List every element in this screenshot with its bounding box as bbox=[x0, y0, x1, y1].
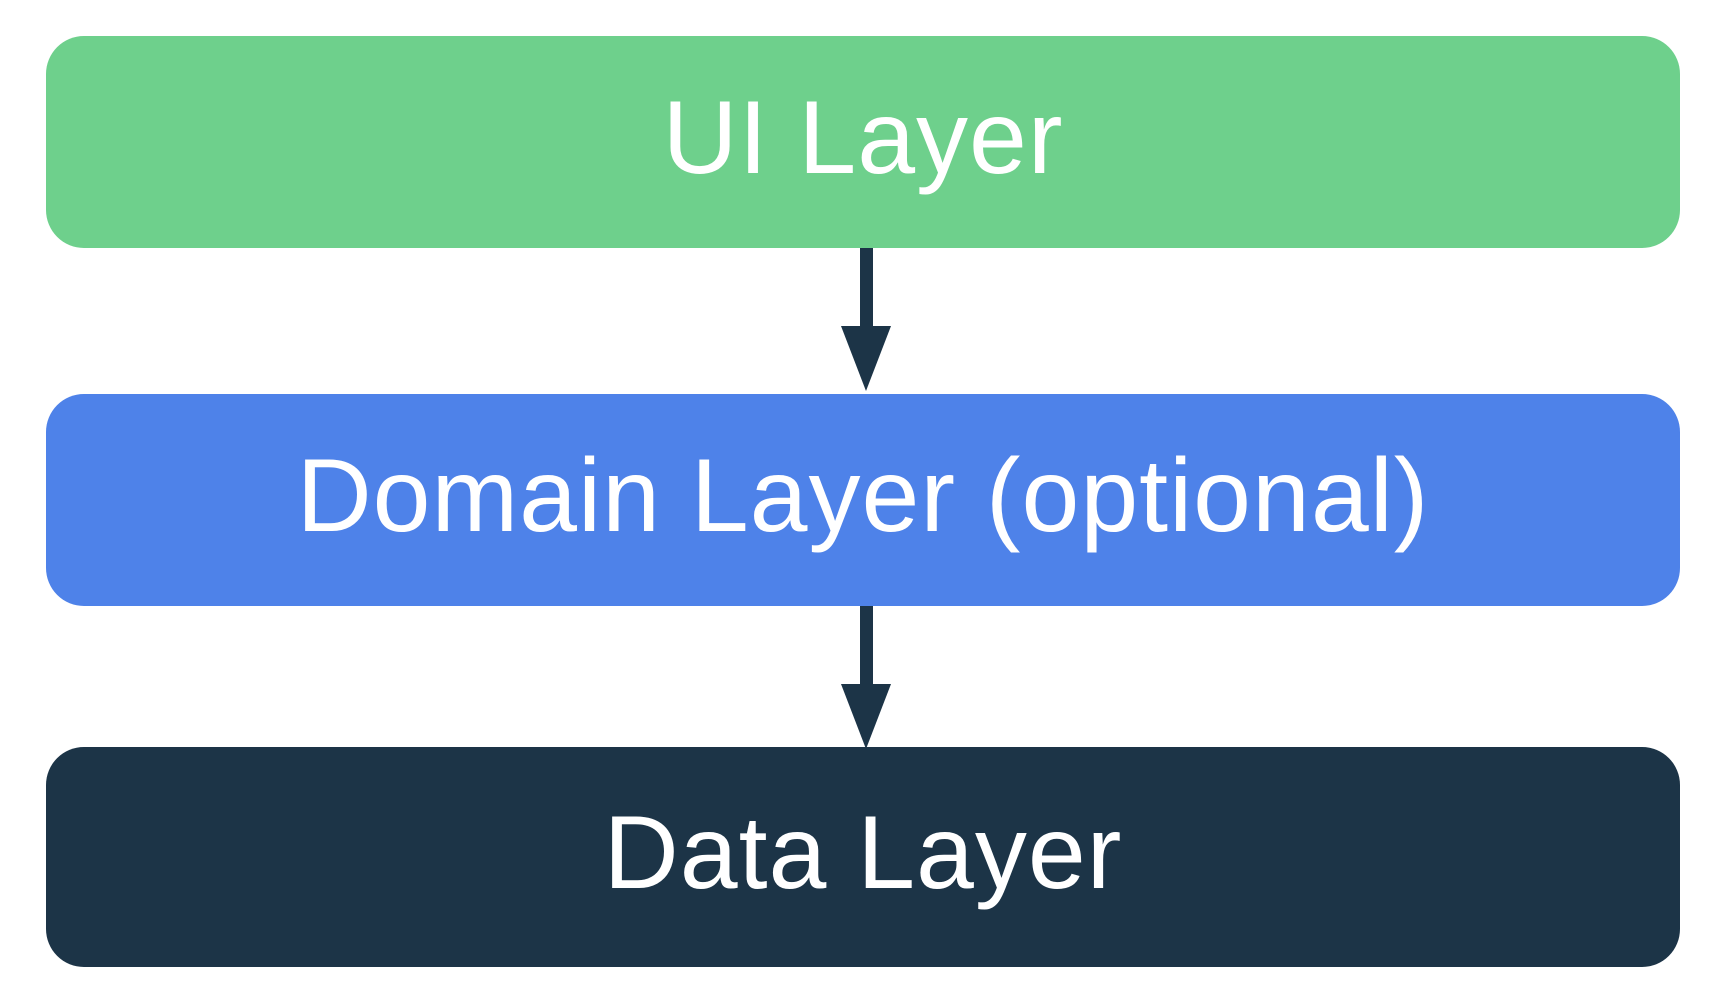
data-layer-box: Data Layer bbox=[46, 747, 1680, 967]
down-arrow-head bbox=[841, 326, 891, 391]
down-arrow-shaft bbox=[859, 606, 873, 684]
down-arrow-shaft bbox=[859, 248, 873, 326]
ui-layer-label: UI Layer bbox=[662, 80, 1064, 196]
ui-layer-box: UI Layer bbox=[46, 36, 1680, 248]
domain-layer-box: Domain Layer (optional) bbox=[46, 394, 1680, 606]
domain-layer-label: Domain Layer (optional) bbox=[296, 438, 1430, 554]
down-arrow-head bbox=[841, 684, 891, 749]
down-arrow-icon bbox=[841, 248, 891, 391]
data-layer-label: Data Layer bbox=[603, 795, 1123, 911]
down-arrow-icon bbox=[841, 606, 891, 749]
